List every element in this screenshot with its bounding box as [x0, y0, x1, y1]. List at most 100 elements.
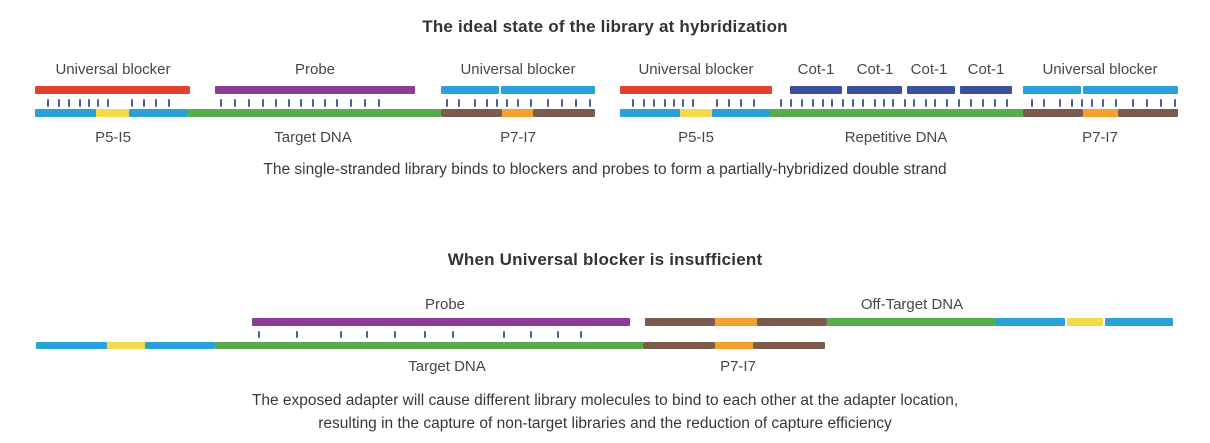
hybridization-tick [517, 99, 519, 107]
cot1-label: Cot-1 [910, 61, 948, 78]
hybridization-tick [664, 99, 666, 107]
hybridization-tick [79, 99, 81, 107]
hybridization-tick [143, 99, 145, 107]
library-strand-p7 [643, 342, 715, 349]
hybridization-tick [394, 331, 396, 338]
hybridization-tick [925, 99, 927, 107]
hybridization-tick [275, 99, 277, 107]
hybridization-tick [653, 99, 655, 107]
hybridization-tick [234, 99, 236, 107]
hybridization-tick [530, 331, 532, 338]
offtarget-strand-p5 [995, 318, 1065, 326]
hybridization-tick [296, 331, 298, 338]
universal-blocker-bar [1083, 86, 1178, 94]
hybridization-tick [1174, 99, 1176, 107]
strand-segment-p7 [441, 109, 502, 117]
hybridization-tick [822, 99, 824, 107]
cot1-blocker-bar [960, 86, 1012, 94]
hybridization-tick [446, 99, 448, 107]
hybridization-tick [1031, 99, 1033, 107]
hybridization-tick [589, 99, 591, 107]
hybridization-tick [801, 99, 803, 107]
strand-segment-p5 [712, 109, 770, 117]
strand-segment-p7 [1118, 109, 1178, 117]
hybridization-tick [220, 99, 222, 107]
hybridization-tick [780, 99, 782, 107]
strand-segment-repetitive-dna [770, 109, 1023, 117]
section1-caption: The single-stranded library binds to blo… [263, 161, 947, 178]
hybridization-tick [424, 331, 426, 338]
hybridization-tick [47, 99, 49, 107]
p7-i7-label: P7-I7 [1082, 129, 1118, 146]
hybridization-tick [946, 99, 948, 107]
universal-blocker-bar [1023, 86, 1081, 94]
hybridization-tick [452, 331, 454, 338]
offtarget-strand-dna [827, 318, 995, 326]
hybridization-tick [486, 99, 488, 107]
hybridization-tick [1006, 99, 1008, 107]
hybridization-tick [632, 99, 634, 107]
hybridization-tick [575, 99, 577, 107]
universal-blocker-label: Universal blocker [1042, 61, 1158, 78]
p5-i5-label: P5-I5 [678, 129, 714, 146]
hybridization-tick [300, 99, 302, 107]
hybridization-tick [258, 331, 260, 338]
cot1-blocker-bar [847, 86, 902, 94]
hybridization-tick [1146, 99, 1148, 107]
strand-segment-p7 [533, 109, 595, 117]
strand-segment-p5 [129, 109, 188, 117]
offtarget-strand-p7 [757, 318, 827, 326]
hybridization-tick [958, 99, 960, 107]
hybridization-tick [97, 99, 99, 107]
p5-i5-label: P5-I5 [95, 129, 131, 146]
hybridization-tick [474, 99, 476, 107]
offtarget-strand-p7 [645, 318, 715, 326]
p7-i7-label: P7-I7 [720, 358, 756, 375]
offtarget-strand-i5 [1067, 318, 1103, 326]
hybridization-tick [970, 99, 972, 107]
hybridization-tick [506, 99, 508, 107]
library-strand-p5 [36, 342, 107, 349]
strand-segment-p5 [620, 109, 680, 117]
hybridization-tick [1115, 99, 1117, 107]
strand-segment-i7 [502, 109, 533, 117]
probe-label: Probe [424, 296, 466, 313]
library-strand-p5 [145, 342, 215, 349]
hybridization-tick [580, 331, 582, 338]
off-target-dna-label: Off-Target DNA [860, 296, 964, 313]
offtarget-strand-p5 [1105, 318, 1173, 326]
hybridization-tick [364, 99, 366, 107]
hybridization-tick [934, 99, 936, 107]
hybridization-tick [673, 99, 675, 107]
hybridization-tick [547, 99, 549, 107]
hybridization-tick [790, 99, 792, 107]
hybridization-tick [982, 99, 984, 107]
hybridization-tick [753, 99, 755, 107]
hybridization-tick [1081, 99, 1083, 107]
library-strand-p7 [753, 342, 825, 349]
strand-segment-i7 [1083, 109, 1118, 117]
hybridization-tick [740, 99, 742, 107]
universal-blocker-bar [35, 86, 190, 94]
cot1-blocker-bar [790, 86, 842, 94]
cot1-blocker-bar [907, 86, 955, 94]
hybridization-tick [366, 331, 368, 338]
hybridization-tick [892, 99, 894, 107]
hybridization-tick [904, 99, 906, 107]
hybridization-tick [831, 99, 833, 107]
hybridization-tick [350, 99, 352, 107]
library-strand-i5 [107, 342, 145, 349]
hybridization-tick [288, 99, 290, 107]
hybridization-tick [852, 99, 854, 107]
section2-caption-line2: resulting in the capture of non-target l… [318, 415, 892, 432]
target-dna-label: Target DNA [274, 129, 352, 146]
hybridization-tick [58, 99, 60, 107]
hybridization-tick [994, 99, 996, 107]
hybridization-tick [1160, 99, 1162, 107]
hybridization-tick [913, 99, 915, 107]
library-strand-i7 [715, 342, 753, 349]
hybridization-tick [1059, 99, 1061, 107]
offtarget-strand-i7 [715, 318, 757, 326]
hybridization-tick [324, 99, 326, 107]
hybridization-tick [692, 99, 694, 107]
